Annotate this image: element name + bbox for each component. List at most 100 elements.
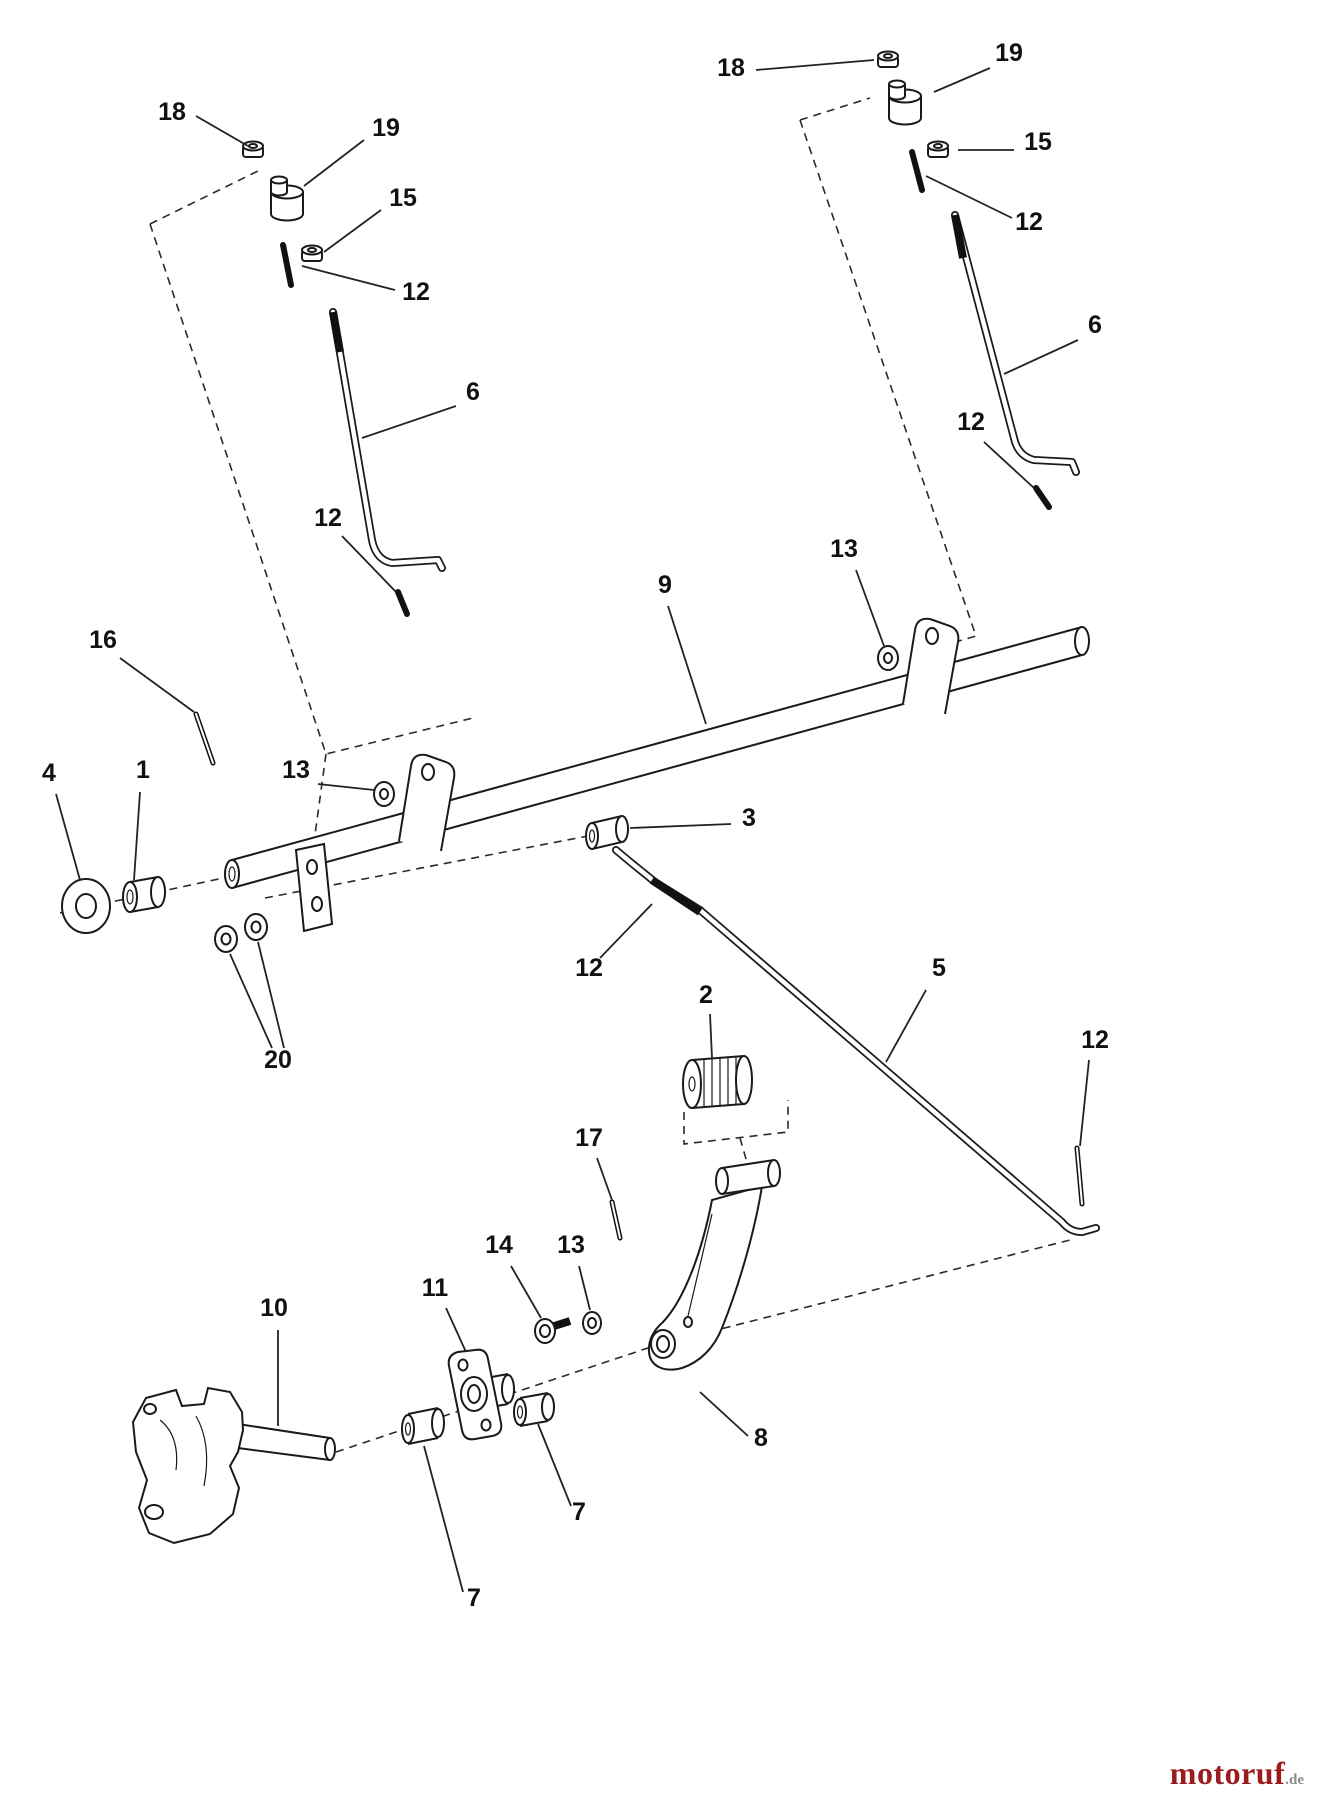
bracket-13-front (373, 753, 456, 852)
label-leader-line (1079, 1059, 1090, 1147)
label-leader-line (323, 209, 382, 253)
part-label: 13 (282, 756, 310, 784)
part-label: 18 (717, 54, 745, 82)
mount-plate (294, 842, 334, 933)
label-leader-line (925, 175, 1013, 219)
part-label: 8 (754, 1424, 768, 1452)
label-leader-line (537, 1423, 572, 1507)
label-leader-line (629, 823, 732, 829)
nut-18-right (877, 50, 899, 68)
label-leader-line (709, 1013, 713, 1059)
label-leader-line (423, 1445, 464, 1593)
label-leader-line (361, 405, 457, 439)
trunnion-19-right (888, 79, 922, 126)
part-label: 19 (372, 114, 400, 142)
bushing-1 (122, 876, 166, 913)
label-leader-line (133, 791, 141, 881)
pin-12-left-upper (280, 242, 294, 288)
part-label: 19 (995, 39, 1023, 67)
bracket-13-rear (877, 617, 960, 715)
label-leader-line (699, 1391, 749, 1437)
label-leader-line (510, 1265, 542, 1319)
part-label: 4 (42, 759, 56, 787)
part-label: 13 (557, 1231, 585, 1259)
part-label: 1 (136, 756, 150, 784)
part-label: 16 (89, 626, 117, 654)
label-leader-line (667, 605, 707, 725)
label-leader-line (855, 569, 885, 647)
part-label: 12 (957, 408, 985, 436)
pin-12-left-lower (395, 589, 410, 617)
label-leader-line (445, 1307, 467, 1353)
part-label: 11 (422, 1274, 449, 1302)
bolt-14 (534, 1317, 572, 1344)
part-label: 5 (932, 954, 946, 982)
threaded-plug-2 (682, 1055, 753, 1109)
nut-15-left (301, 244, 323, 262)
label-leader-line (195, 115, 249, 147)
part-label: 17 (575, 1124, 603, 1152)
pin-12-rod-end (1074, 1145, 1085, 1207)
part-label: 12 (575, 954, 603, 982)
washer-4 (61, 878, 111, 934)
lift-link-assembly-left (242, 140, 446, 617)
watermark-brand: motoruf (1169, 1755, 1286, 1791)
label-leader-line (257, 941, 285, 1049)
bushing-7-left (401, 1407, 445, 1445)
label-leader-line (55, 793, 81, 881)
part-label: 18 (158, 98, 186, 126)
label-leader-line (301, 265, 396, 291)
rod-6-left (329, 308, 446, 572)
label-leader-line (229, 953, 273, 1049)
label-leader-line (303, 139, 365, 187)
label-leader-line (599, 903, 653, 959)
part-label: 14 (485, 1231, 513, 1259)
washer-13-lower (582, 1311, 602, 1335)
lever-arm-8 (647, 1159, 781, 1371)
label-leader-line (885, 989, 927, 1063)
casting-10 (131, 1386, 336, 1545)
trunnion-19-left (270, 175, 304, 222)
part-label: 10 (260, 1294, 288, 1322)
bushing-7-right (513, 1392, 555, 1427)
watermark-tld: .de (1285, 1772, 1304, 1788)
label-leader-line (983, 441, 1035, 489)
label-leader-line (341, 535, 397, 593)
spacer-3 (585, 815, 629, 850)
label-leader-line (755, 59, 875, 71)
part-label: 3 (742, 804, 756, 832)
rod-6-right (951, 211, 1080, 476)
part-label: 2 (699, 981, 713, 1009)
pin-16 (193, 711, 216, 766)
label-leader-line (596, 1157, 613, 1201)
part-label: 7 (467, 1584, 481, 1612)
part-label: 6 (1088, 311, 1102, 339)
part-label: 12 (402, 278, 430, 306)
part-label: 20 (264, 1046, 292, 1074)
part-label: 9 (658, 571, 672, 599)
label-leader-line (1003, 339, 1079, 375)
label-leader-line (119, 657, 195, 713)
part-label: 15 (389, 184, 417, 212)
label-leader-line (933, 67, 991, 93)
pin-12-right-upper (909, 149, 925, 193)
pin-17 (609, 1199, 623, 1241)
link-rod-5 (612, 846, 1100, 1236)
part-label: 6 (466, 378, 480, 406)
part-label: 12 (314, 504, 342, 532)
pin-12-right-lower (1033, 485, 1052, 510)
washers-20 (214, 913, 268, 953)
label-leader-line (317, 783, 375, 791)
nut-18-left (242, 140, 264, 158)
flange-housing-11 (447, 1348, 515, 1441)
lift-link-assembly-right (877, 50, 1080, 510)
label-leader-line (578, 1265, 591, 1311)
nut-15-right (927, 140, 949, 158)
watermark: motoruf.de (1170, 1755, 1304, 1792)
part-label: 13 (830, 535, 858, 563)
cross-shaft-9 (224, 626, 1090, 889)
part-label: 7 (572, 1498, 586, 1526)
part-label: 15 (1024, 128, 1052, 156)
